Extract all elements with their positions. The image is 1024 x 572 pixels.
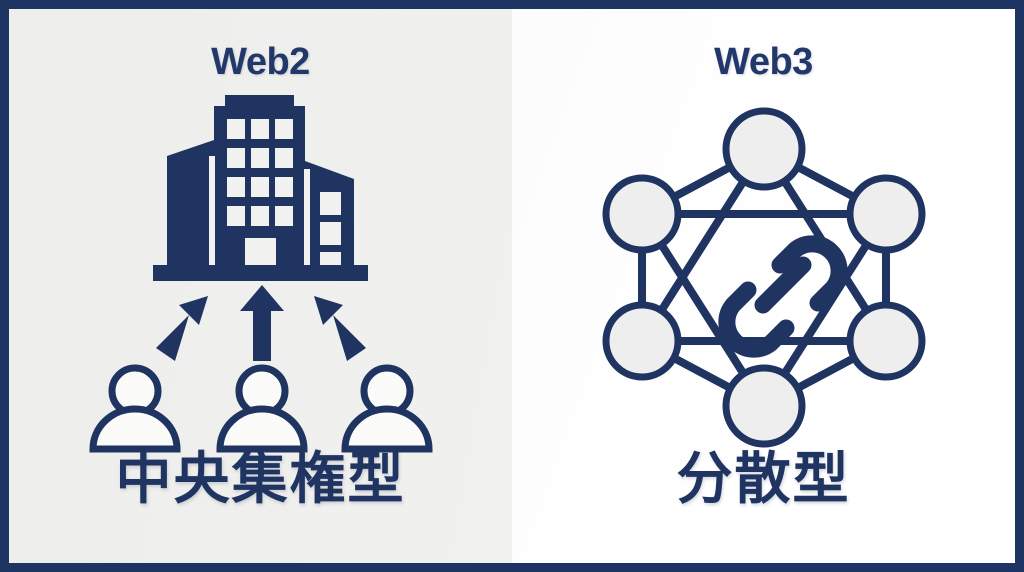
network-nodes bbox=[602, 107, 926, 448]
web2-title: Web2 bbox=[211, 41, 310, 83]
web3-caption: 分散型 bbox=[676, 447, 851, 510]
user-icon-center bbox=[216, 364, 308, 453]
arrow-up-right bbox=[314, 296, 366, 361]
web3-illustration bbox=[512, 9, 1015, 563]
network-node-top bbox=[722, 107, 806, 191]
web2-caption: 中央集権型 bbox=[115, 447, 406, 510]
infographic-inner: Web2 bbox=[9, 9, 1015, 563]
network-node-upper-left bbox=[602, 174, 682, 254]
user-icon-right bbox=[341, 364, 433, 453]
network-node-lower-left bbox=[602, 301, 682, 381]
network-node-bottom bbox=[722, 364, 806, 448]
network-hexagon-icon bbox=[602, 107, 926, 448]
user-icon-left bbox=[89, 364, 181, 453]
web2-illustration bbox=[9, 9, 512, 563]
panel-web2: Web2 bbox=[9, 9, 512, 563]
arrow-up-center bbox=[240, 285, 284, 361]
arrow-up-left bbox=[156, 296, 208, 361]
web3-title: Web3 bbox=[714, 41, 813, 83]
chain-link-icon bbox=[718, 235, 848, 358]
network-node-lower-right bbox=[846, 301, 926, 381]
network-node-upper-right bbox=[846, 174, 926, 254]
panel-web3: Web3 bbox=[512, 9, 1015, 563]
office-building-icon bbox=[153, 95, 368, 281]
